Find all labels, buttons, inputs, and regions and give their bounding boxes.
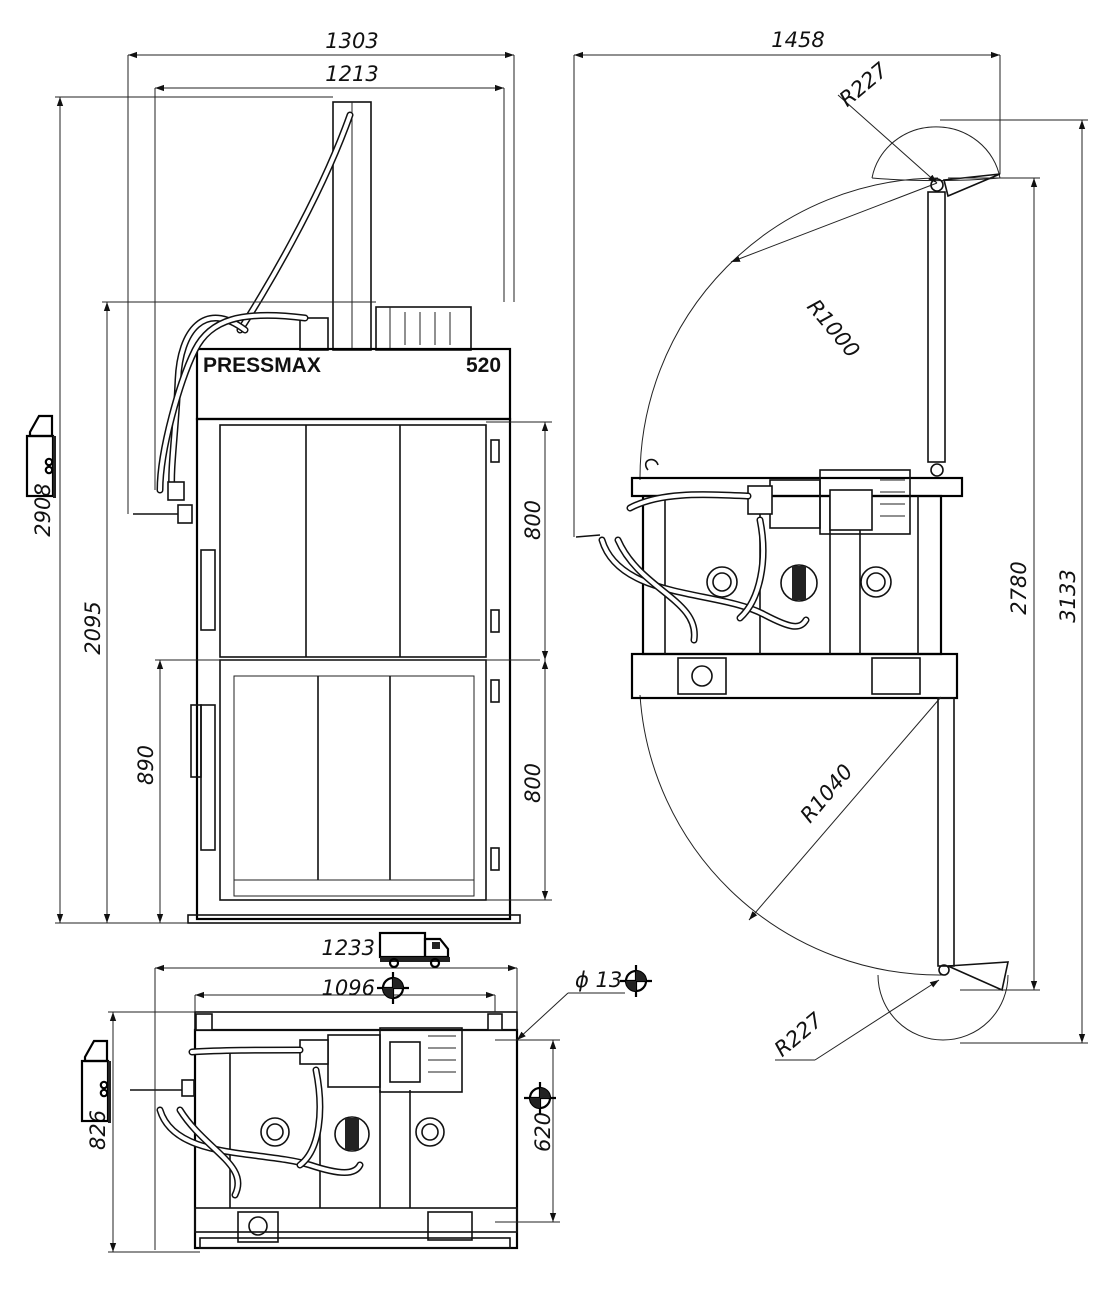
- side-view: 1458 R227 R1000 R1040 R227 2780 3133: [573, 28, 1088, 1061]
- dim-door-lower: 800: [521, 763, 545, 803]
- dim-width-top: 1213: [325, 62, 378, 86]
- dim-height-door: 2780: [1007, 561, 1031, 614]
- dim-radius-bottom-door: R1040: [796, 760, 858, 828]
- dim-depth-anchor: 620: [531, 1112, 555, 1152]
- anchor-bolt-icon: [377, 972, 409, 1004]
- dim-width-anchor: 1096: [322, 976, 375, 1000]
- top-view: 1233 1096 ϕ 13 826 620: [86, 936, 625, 1253]
- dim-height-loading: 890: [134, 745, 158, 785]
- dim-width-truck: 1233: [322, 936, 375, 960]
- dim-radius-top-door: R1000: [802, 295, 864, 363]
- anchor-bolt-icon: [620, 965, 652, 997]
- dim-height-body: 2095: [81, 601, 105, 654]
- dim-hole-diameter: ϕ 13: [575, 968, 622, 992]
- brand-name: PRESSMAX: [203, 354, 321, 377]
- brand-model: 520: [466, 354, 501, 377]
- truck-icon: [378, 931, 450, 969]
- front-view: PRESSMAX 520: [31, 29, 552, 924]
- anchor-bolt-icon: [524, 1082, 556, 1114]
- dim-width-open: 1458: [771, 28, 824, 52]
- dim-width-overall: 1303: [325, 29, 378, 53]
- forklift-icon: [80, 1039, 111, 1123]
- dim-radius-bottom-small: R227: [770, 1007, 828, 1061]
- dim-height-overall: 2908: [31, 483, 55, 536]
- dim-height-overall-open: 3133: [1056, 569, 1080, 622]
- dim-door-upper: 800: [521, 500, 545, 540]
- dim-depth-overall: 826: [86, 1110, 110, 1150]
- dim-radius-top-small: R227: [835, 57, 893, 111]
- forklift-icon: [25, 414, 56, 498]
